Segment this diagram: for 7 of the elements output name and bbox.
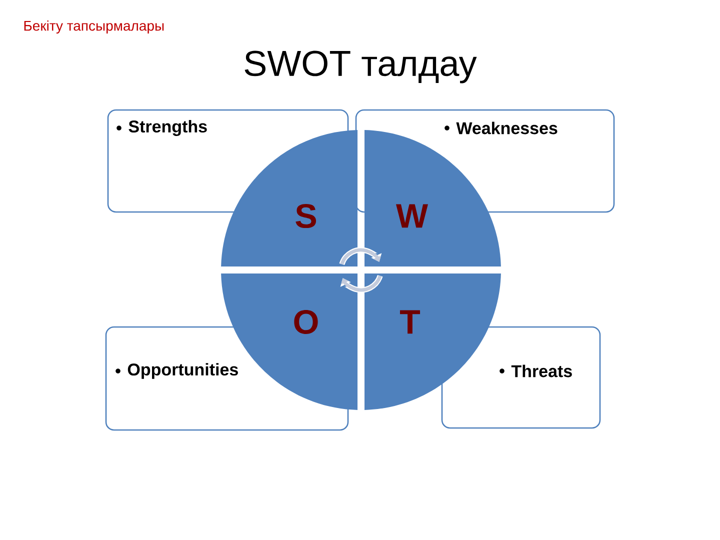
note-text: Бекіту тапсырмалары — [24, 20, 164, 34]
circle-quadrant: T — [364, 274, 501, 410]
curved-arrow — [339, 247, 382, 266]
title: SWOT талдау — [244, 50, 477, 84]
text-box: Threats — [441, 326, 601, 429]
curved-arrow — [340, 274, 383, 293]
circle-quadrant: S — [221, 130, 358, 266]
